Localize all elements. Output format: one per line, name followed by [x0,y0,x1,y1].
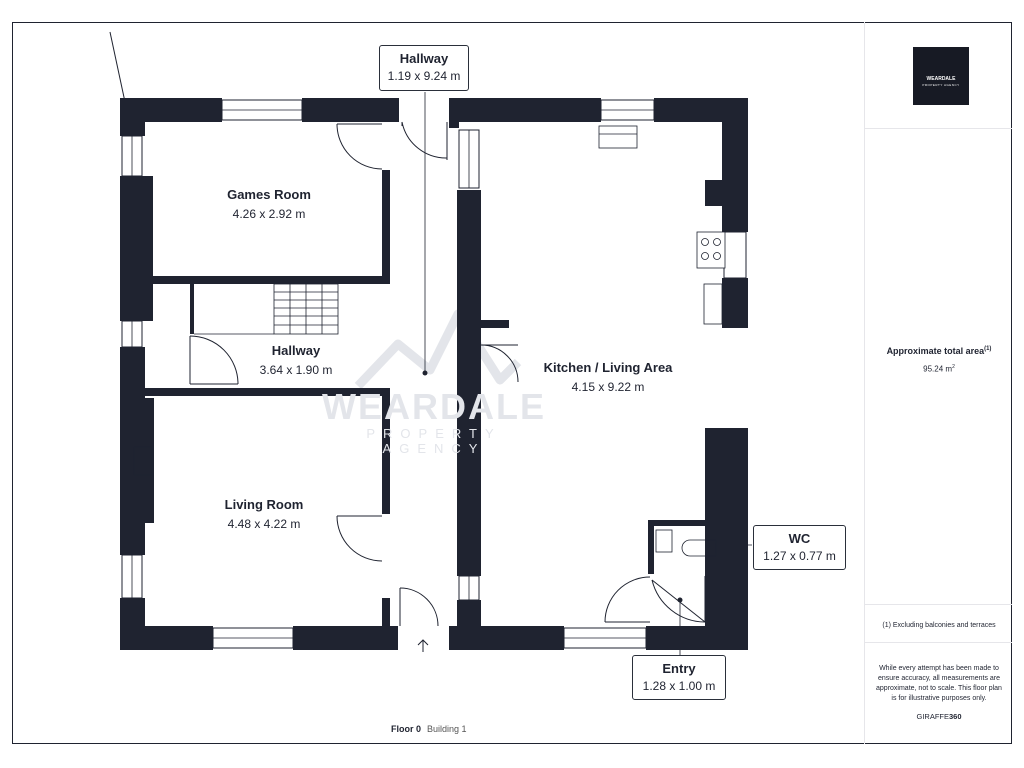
area-unit-power: 2 [952,364,955,370]
room-label-kitchen-living-area: Kitchen / Living Area 4.15 x 9.22 m [544,360,673,394]
fridge-icon [703,283,723,325]
room-name: Kitchen / Living Area [543,360,673,375]
floor-label: Floor 0 [391,724,422,734]
room-dims: 4.15 x 9.22 m [571,380,645,394]
leader-line [109,31,126,103]
room-label-games-room: Games Room 4.26 x 2.92 m [227,187,311,221]
agency-logo: WEARDALE PROPERTY AGENCY [913,47,969,105]
walls [120,98,748,650]
brand-suffix: 360 [949,712,962,721]
room-name: Living Room [224,497,304,512]
area-value: 95.24 m2 [872,364,1006,374]
area-note-marker: (1) [984,346,992,352]
brand-prefix: GIRAFFE [916,712,949,721]
brand-credit: GIRAFFE360 [872,712,1006,721]
callout-hallway: Hallway 1.19 x 9.24 m [379,45,469,91]
staircase [194,283,339,335]
callout-name: Hallway [399,51,449,66]
area-footnote: (1) Excluding balconies and terraces [882,622,996,629]
wc-basin-icon [655,529,673,553]
watermark: WEARDALE PROPERTY AGENCY [322,386,546,456]
sidebar-rule-bottom [864,642,1012,643]
callout-name: Entry [662,661,696,676]
door-swings [189,121,721,627]
watermark-mountain-icon [354,309,522,390]
building-label: Building 1 [427,724,467,734]
entry-arrow-icon [417,639,429,652]
room-dims: 4.26 x 2.92 m [232,207,306,221]
room-dims: 4.48 x 4.22 m [227,517,301,531]
sink-icon [598,125,638,149]
disclaimer: While every attempt has been made to ens… [876,665,1002,702]
floor-caption: Floor 0 Building 1 [391,724,467,734]
window-glazing-lines [131,109,654,639]
fireplace-icon [133,446,153,476]
sidebar-rule-top [864,128,1012,129]
callout-dims: 1.28 x 1.00 m [642,679,716,693]
callout-entry: Entry 1.28 x 1.00 m [632,655,726,700]
logo-text: WEARDALE PROPERTY AGENCY [913,76,969,88]
hallway-leader-dot [422,370,428,376]
area-value-text: 95.24 m [923,364,953,374]
room-dims: 3.64 x 1.90 m [259,363,333,377]
area-title: Approximate total area(1) [872,346,1006,356]
watermark-subtitle: PROPERTY AGENCY [366,426,502,456]
plan-frame [12,22,1012,744]
sidebar-rule-middle [864,604,1012,605]
callout-wc: WC 1.27 x 0.77 m [753,525,846,570]
hob-icon [696,231,726,269]
logo-name: WEARDALE [926,76,956,82]
sidebar-divider [864,22,865,744]
area-title-text: Approximate total area [886,346,985,356]
room-label-hallway: Hallway 3.64 x 1.90 m [260,343,333,377]
toilet-icon [681,539,717,557]
room-name: Hallway [271,343,321,358]
callout-dims: 1.27 x 0.77 m [763,549,836,563]
fixtures [133,125,726,557]
room-name: Games Room [227,187,311,202]
callout-dims: 1.19 x 9.24 m [387,69,461,83]
logo-subtitle: PROPERTY AGENCY [922,83,960,87]
callout-name: WC [788,531,811,546]
watermark-title: WEARDALE [322,386,546,427]
room-label-living-room: Living Room 4.48 x 4.22 m [225,497,304,531]
